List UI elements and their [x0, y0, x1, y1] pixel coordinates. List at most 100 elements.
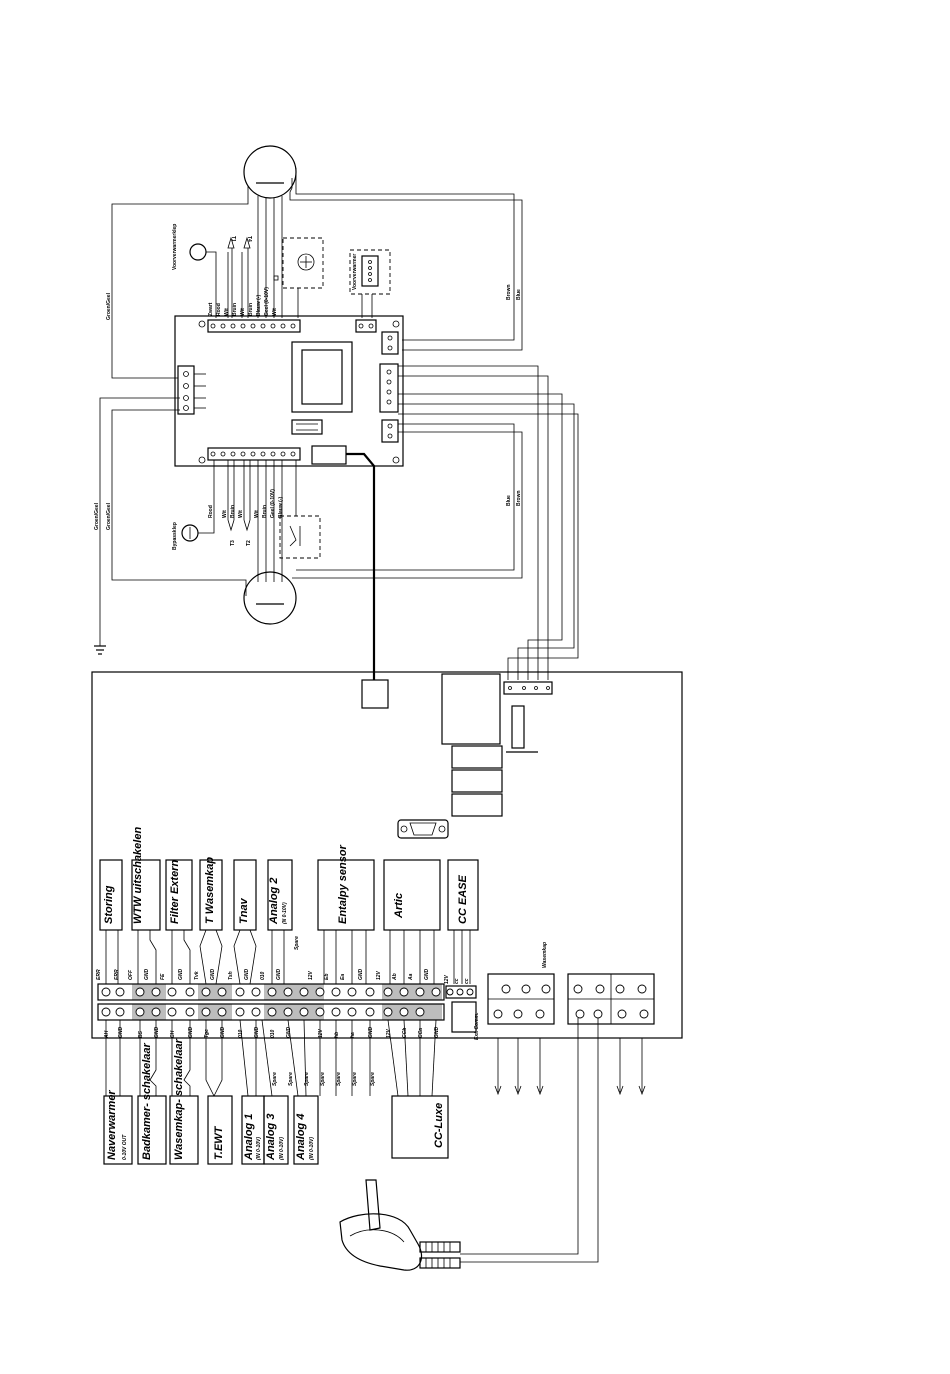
module-label-entalpy: Entalpy sensor [337, 844, 349, 924]
t3-label: T3 [230, 540, 236, 546]
voorverwarmer-label: Voorverwarmer [352, 254, 358, 290]
wire-label-top-7: Geel (0-10V) [264, 287, 270, 316]
lterm-12v-2: 12V [386, 1028, 392, 1038]
mains-terminals: Wasemkap [487, 942, 655, 1025]
wire-label-top-0: Zwart [208, 302, 214, 316]
module-label-ccease: CC EASE [457, 874, 469, 924]
lterm-gnd-3: GND [188, 1027, 194, 1039]
module-ccease [447, 859, 479, 931]
module-filter [165, 859, 193, 931]
cable-connector [361, 679, 389, 709]
module-label-analog1: Analog 1 [243, 1114, 255, 1161]
bypassklep [181, 460, 215, 542]
mains-plug-icon [339, 1179, 461, 1271]
module-label-naverwarmer: Naverwarmer [106, 1090, 118, 1160]
module-artic [383, 859, 441, 931]
wire-label-bot-2: Bruin [230, 505, 236, 518]
module-twasemkap [199, 859, 223, 931]
wire-label-top-2: Wit [224, 308, 230, 316]
t4-label: T4 [246, 236, 252, 242]
spare-label-2: Spare [304, 1072, 310, 1086]
sensor-bottom-dashed [279, 515, 321, 559]
lterm-gnd-8: GND [434, 1027, 440, 1039]
control-box [91, 671, 683, 1039]
module-sub-naverwarmer: 0-10V OUT [122, 1134, 128, 1160]
module-label-ccluxe: CC-Luxe [433, 1103, 445, 1148]
spare-label-1: Spare [288, 1072, 294, 1086]
spare-label-4: Spare [336, 1072, 342, 1086]
module-label-tnav: Tnav [238, 897, 250, 924]
term-err-2: ERR [114, 969, 120, 980]
term-gnd-7: GND [424, 969, 430, 981]
lterm-12v-1: 12V [318, 1028, 324, 1038]
lterm-tge: Tge [204, 1029, 210, 1038]
lterm-cca: CCa [418, 1028, 424, 1038]
term-12v-2: 12V [376, 970, 382, 980]
term-gnd-5: GND [276, 969, 282, 981]
main-pcb [174, 315, 404, 467]
module-analog2 [267, 859, 293, 931]
wire-label-top-8: Wit [272, 308, 278, 316]
term-off: OFF [128, 969, 134, 980]
term-ab: Ab [392, 973, 398, 981]
term-err-1: ERR [96, 969, 102, 980]
term-gnd-4: GND [244, 969, 250, 981]
fan-bottom [243, 571, 297, 625]
pcb-wire-labels: Zwart Rood Wit Bruin Wit Bruin Blauw (-)… [94, 224, 522, 550]
wire-label-top-4: Wit [240, 308, 246, 316]
module-sub-analog3: (IN 0-10V) [279, 1137, 285, 1160]
wire-label-top-6: Blauw (-) [256, 295, 262, 316]
spare-label-3: Spare [320, 1072, 326, 1086]
module-wtw [131, 859, 161, 931]
wire-label-bot-5: Bruin [262, 505, 268, 518]
module-label-analog3: Analog 3 [265, 1114, 277, 1161]
wire-label-bot-7: Blauw (-) [278, 497, 284, 518]
groen-geel-bottom-2: Groen/Geel [106, 502, 112, 530]
module-label-wtw: WTW uitschakelen [132, 827, 144, 924]
term-ea: Ea [340, 974, 346, 980]
lterm-ah: AH [104, 1030, 110, 1039]
lterm-gnd-4: GND [220, 1027, 226, 1039]
blue-top-label: Blue [516, 289, 522, 300]
terminal-strip: ERR ERR OFF GND FE GND Tvk GND Tsh GND 0… [96, 936, 480, 1040]
wire-label-bot-1: Wit [222, 510, 228, 518]
groen-geel-bottom-1: Groen/Geel [94, 502, 100, 530]
lterm-hb: hb [334, 1032, 340, 1038]
blue-bottom-label: Blue [506, 495, 512, 506]
module-label-filter: Filter Extern [169, 860, 181, 924]
lterm-ha: ha [350, 1032, 356, 1038]
bypassklep-label: Bypassklep [172, 522, 178, 550]
term-aa: Aa [408, 973, 414, 981]
brown-top-label: Brown [506, 284, 512, 300]
term-fe: FE [160, 973, 166, 980]
voorverwarmerklep [189, 236, 251, 318]
term-spare-top: Spare [294, 936, 300, 950]
wire-label-bot-6: Geel (0-10V) [270, 489, 276, 518]
upper-modules: Storing WTW uitschakelen Filter Extern T… [99, 827, 479, 985]
term-12v-3: 12V [444, 974, 450, 984]
term-cc-1: cc [454, 978, 460, 984]
term-gnd-6: GND [358, 969, 364, 981]
spare-label-6: Spare [370, 1072, 376, 1086]
ext-comm-label: Ext. Comm. [474, 1012, 480, 1040]
lterm-010-2: 010 [270, 1029, 276, 1038]
lterm-gnd-7: GND [368, 1027, 374, 1039]
module-label-tewt: T.EWT [213, 1125, 225, 1160]
term-tvk: Tvk [194, 971, 200, 980]
module-label-twasemkap: T Wasemkap [204, 857, 216, 924]
module-sub-analog1: (IN 0-10V) [256, 1137, 262, 1160]
lterm-bs: BS [138, 1030, 144, 1038]
t2-label: T2 [246, 540, 252, 546]
groen-geel-top: Groen/Geel [106, 292, 112, 320]
lterm-gnd-5: GND [254, 1027, 260, 1039]
fan-top [243, 145, 297, 318]
spare-label-5: Spare [352, 1072, 358, 1086]
brown-bottom-label: Brown [516, 490, 522, 506]
db9-connector [397, 819, 449, 839]
term-gnd-2: GND [178, 969, 184, 981]
module-entalpy [317, 859, 375, 931]
wire-label-top-1: Rood [216, 303, 222, 316]
wasemkap-label: Wasemkap [542, 942, 548, 968]
